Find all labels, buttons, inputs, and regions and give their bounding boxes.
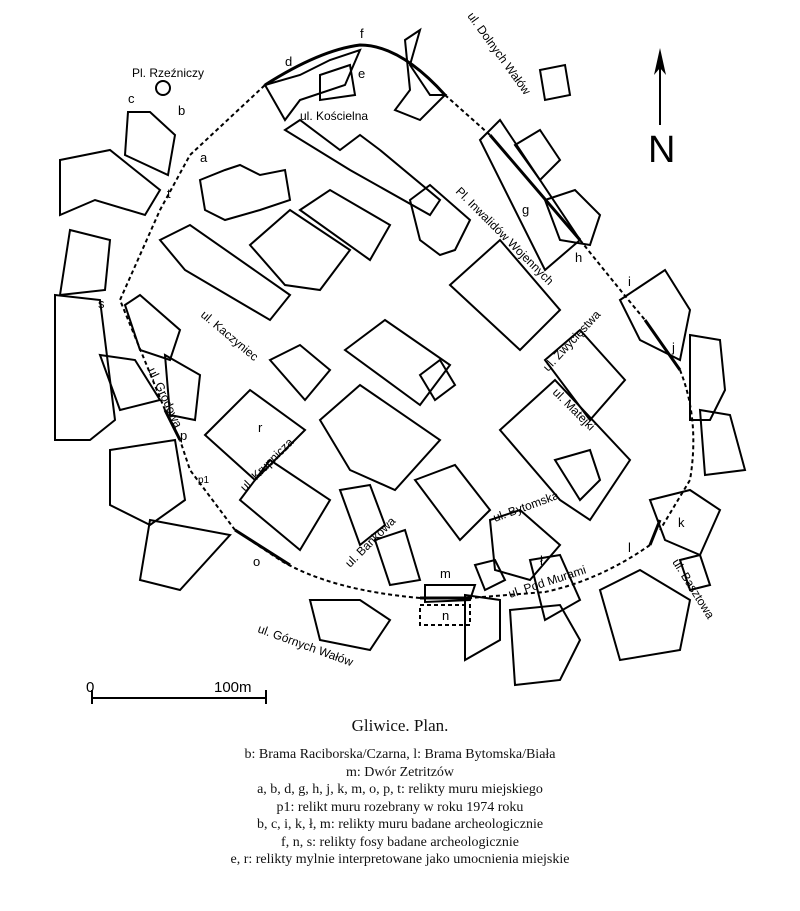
city-wall	[118, 43, 695, 600]
relic-markers: a b c d e f g h i j k l ł m n o p p1 r s…	[98, 26, 685, 623]
legend-line: p1: relikt muru rozebrany w roku 1974 ro…	[276, 799, 524, 815]
street-label-bytomska: ul. Bytomska	[491, 488, 561, 525]
legend-line: f, n, s: relikty fosy badane archeologic…	[281, 834, 519, 850]
marker-b: b	[178, 103, 185, 118]
street-label-basztowa: ul. Basztowa	[669, 556, 717, 621]
marker-h: h	[575, 250, 582, 265]
street-label-zwyciestwa: ul. Zwycięstwa	[540, 307, 604, 374]
street-label-matejki: ul. Matejki	[550, 385, 598, 433]
map-title: Gliwice. Plan.	[351, 716, 449, 735]
building-blocks	[54, 27, 747, 687]
marker-a: a	[200, 150, 208, 165]
marker-o: o	[253, 554, 260, 569]
marker-p1: p1	[198, 475, 210, 486]
north-arrow: N	[648, 48, 675, 171]
place-label-pl-rzezniczy: Pl. Rzeźniczy	[132, 66, 204, 80]
marker-k: k	[678, 515, 685, 530]
street-label-grodowa: ul. Grodowa	[145, 365, 185, 430]
street-label-pod-murami: ul. Pod Murami	[507, 563, 588, 601]
scale-end: 100m	[214, 679, 252, 696]
street-label-dolnych-walow: ul. Dolnych Wałów	[465, 10, 534, 98]
marker-s: s	[98, 296, 105, 311]
marker-p: p	[180, 428, 187, 443]
marker-i: i	[628, 274, 631, 289]
street-label-krupnicza: ul. Krupnicza	[237, 435, 296, 494]
street-label-gornych-walow: ul. Górnych Wałów	[256, 622, 355, 670]
north-label: N	[648, 129, 675, 171]
marker-f: f	[360, 26, 364, 41]
map-legend: b: Brama Raciborska/Czarna, l: Brama Byt…	[0, 746, 800, 869]
marker-l: l	[628, 540, 631, 555]
city-plan-map: Pl. Rzeźniczy Pl. Inwalidów Wojennych ul…	[54, 10, 747, 704]
marker-t: t	[167, 186, 171, 201]
scale-bar: 0 100m	[86, 679, 267, 704]
marker-n: n	[442, 608, 449, 623]
scale-start: 0	[86, 679, 94, 696]
legend-line: e, r: relikty mylnie interpretowane jako…	[230, 852, 570, 867]
place-label-pl-inwalidow: Pl. Inwalidów Wojennych	[453, 184, 557, 288]
marker-m: m	[440, 566, 451, 581]
legend-line: a, b, d, g, h, j, k, m, o, p, t: relikty…	[257, 782, 543, 797]
legend-line: m: Dwór Zetritzów	[345, 764, 455, 780]
marker-g: g	[522, 202, 529, 217]
marker-j: j	[671, 340, 675, 355]
marker-l-stroke: ł	[540, 553, 543, 568]
street-label-koscielna: ul. Kościelna	[300, 109, 368, 123]
legend-line: b: Brama Raciborska/Czarna, l: Brama Byt…	[244, 747, 556, 762]
street-label-kaczyniec: ul. Kaczyniec	[198, 308, 261, 364]
marker-d: d	[285, 54, 292, 69]
marker-e: e	[358, 66, 365, 81]
legend-line: b, c, i, k, ł, m: relikty muru badane ar…	[256, 817, 544, 832]
marker-r: r	[258, 420, 263, 435]
marker-c: c	[128, 91, 135, 106]
